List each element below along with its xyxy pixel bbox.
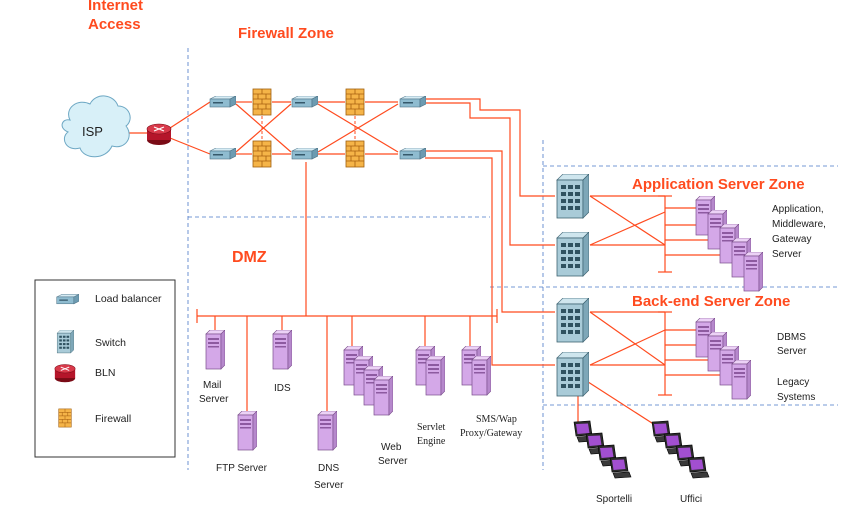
- load-balancer-icon: [399, 96, 426, 108]
- zone-title-backend: Back-end Server Zone: [632, 293, 790, 310]
- backend-switch-icon: [556, 298, 589, 343]
- app-switch-icon: [556, 232, 589, 277]
- ids-label: IDS: [274, 383, 291, 394]
- legend: Load balancer Switch BLN Firewall: [34, 279, 176, 458]
- legacy-label-2: Systems: [777, 392, 815, 403]
- sportelli-terminals: [573, 420, 632, 479]
- zone-dividers: [187, 48, 838, 470]
- dns-server-icon: [317, 411, 337, 451]
- zone-title-dmz: DMZ: [232, 249, 267, 266]
- zone-title-internet-line2: Access: [88, 16, 141, 33]
- mail-server-label-2: Server: [199, 394, 229, 405]
- app-server-label-2: Middleware,: [772, 219, 826, 230]
- load-balancer-icon: [399, 148, 426, 160]
- zone-title-firewall: Firewall Zone: [238, 25, 334, 42]
- legacy-label-1: Legacy: [777, 377, 809, 388]
- uffici-terminals: [651, 420, 710, 479]
- load-balancer-icon: [56, 294, 79, 305]
- dbms-label-1: DBMS: [777, 332, 806, 343]
- switch-icon: [56, 330, 74, 354]
- zone-title-application: Application Server Zone: [632, 176, 805, 193]
- dns-server-label-2: Server: [314, 480, 344, 491]
- servlet-engine-cluster: [415, 346, 445, 396]
- load-balancer-icon: [291, 96, 318, 108]
- servlet-engine-label-2: Engine: [417, 436, 446, 447]
- firewall-icon: [345, 140, 365, 168]
- legend-load-balancer: Load balancer: [95, 293, 162, 305]
- router-icon: [146, 123, 172, 146]
- sms-gateway-label-1: SMS/Wap: [476, 414, 517, 425]
- sms-gateway-cluster: [461, 346, 491, 396]
- firewall-icon: [252, 88, 272, 116]
- firewall-sync-links: [261, 116, 356, 140]
- ids-server-icon: [272, 330, 292, 370]
- mail-server-label-1: Mail: [203, 380, 221, 391]
- firewall-icon: [58, 408, 72, 428]
- dbms-label-2: Server: [777, 346, 807, 357]
- dbms-server-cluster: [695, 318, 751, 400]
- uffici-label: Uffici: [680, 494, 702, 505]
- connection-links: [122, 98, 736, 426]
- legend-firewall: Firewall: [95, 413, 131, 425]
- isp-label: ISP: [82, 124, 103, 139]
- legend-switch: Switch: [95, 337, 126, 349]
- load-balancer-icon: [209, 148, 236, 160]
- servlet-engine-label-1: Servlet: [417, 422, 446, 433]
- app-server-label-1: Application,: [772, 204, 824, 215]
- dns-server-label-1: DNS: [318, 463, 339, 474]
- isp-cloud: ISP: [61, 95, 131, 158]
- zone-title-internet-line1: Internet: [88, 0, 143, 14]
- bln-icon: [54, 364, 76, 383]
- load-balancer-icon: [209, 96, 236, 108]
- firewall-icon: [345, 88, 365, 116]
- backend-switch-icon: [556, 352, 589, 397]
- app-switch-icon: [556, 174, 589, 219]
- web-server-cluster: [343, 346, 393, 416]
- ftp-server-label: FTP Server: [216, 463, 268, 474]
- web-server-label-1: Web: [381, 442, 402, 453]
- firewall-icon: [252, 140, 272, 168]
- ftp-server-icon: [237, 411, 257, 451]
- app-server-cluster: [695, 196, 763, 292]
- sportelli-label: Sportelli: [596, 494, 632, 505]
- app-server-label-4: Server: [772, 249, 802, 260]
- load-balancer-icon: [291, 148, 318, 160]
- web-server-label-2: Server: [378, 456, 408, 467]
- app-server-label-3: Gateway: [772, 234, 811, 245]
- legend-bln: BLN: [95, 367, 115, 379]
- mail-server-icon: [205, 330, 225, 370]
- sms-gateway-label-2: Proxy/Gateway: [460, 428, 522, 439]
